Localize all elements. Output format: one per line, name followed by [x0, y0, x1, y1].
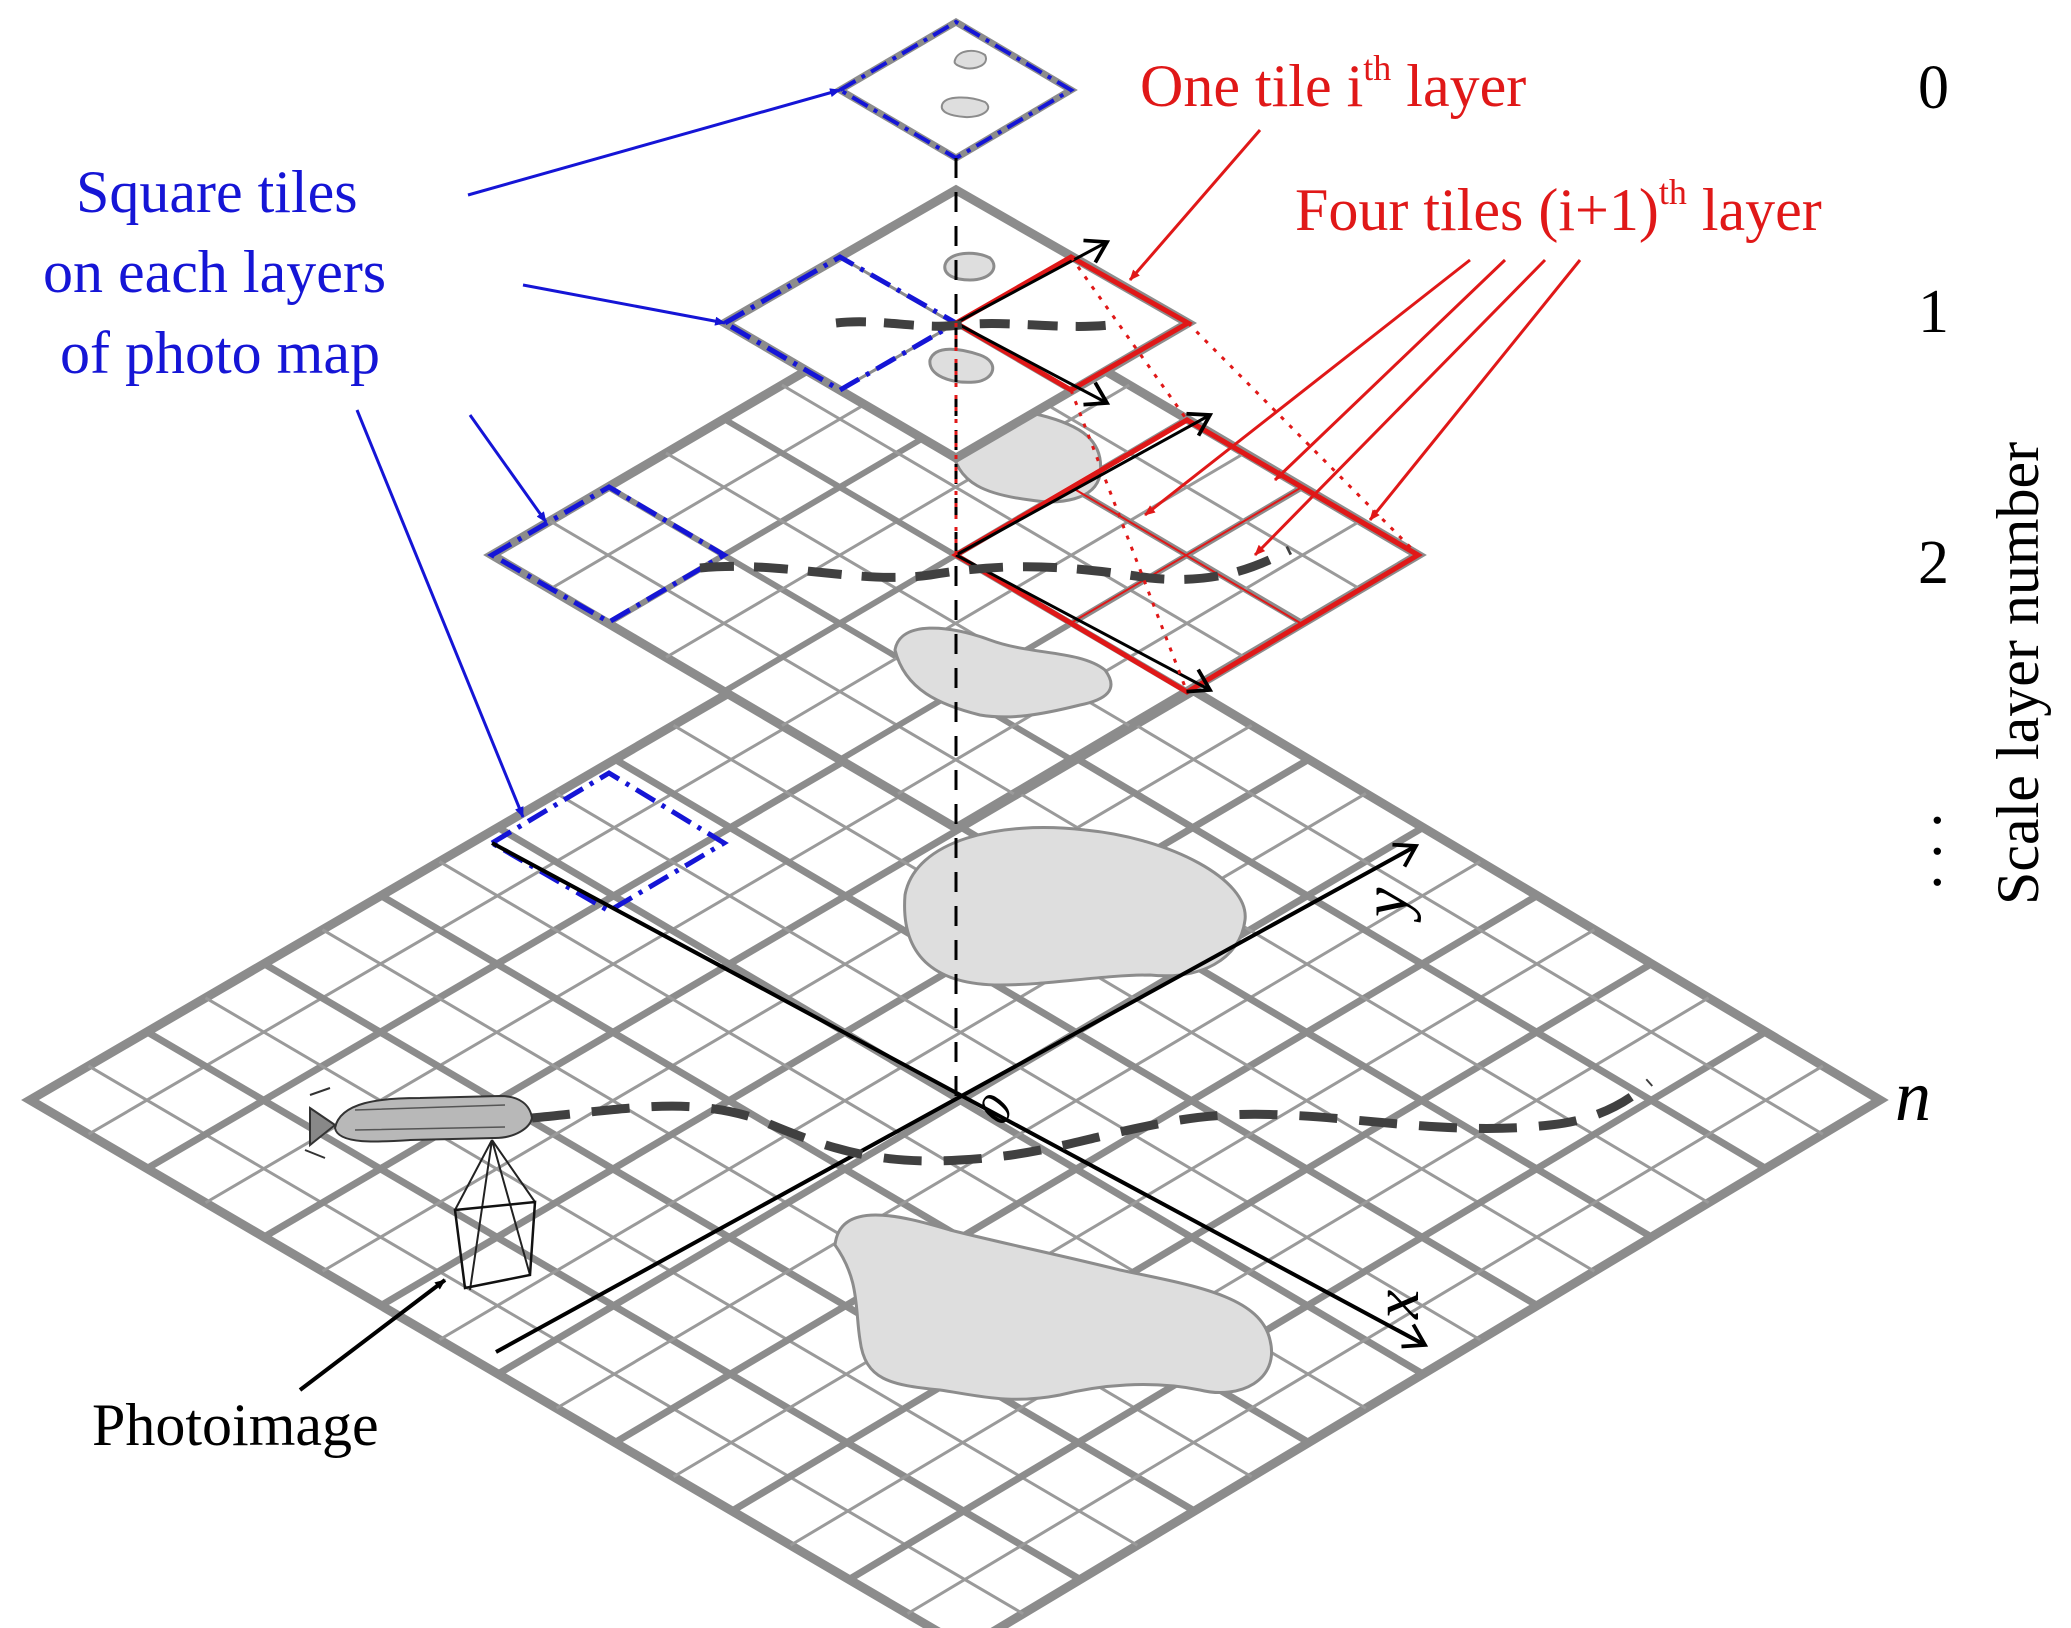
- trajectory-layer-1: [835, 317, 1111, 331]
- sub-tile-grid-line: [672, 724, 1596, 1273]
- blue-caption-line-1: Square tiles: [76, 159, 358, 225]
- red-four-tiles-label: Four tiles (i+1)th layer: [1295, 172, 1822, 243]
- layer-0-outline: [833, 17, 1078, 163]
- red-pointer-arrow: [1253, 258, 1547, 557]
- sub-tile-grid-line: [789, 996, 1710, 1547]
- vehicle-trajectory: [531, 1078, 1654, 1166]
- map-blob: [833, 1213, 1273, 1401]
- layer-number-0: 0: [1918, 54, 1949, 122]
- blue-pointer-arrow: [468, 414, 548, 523]
- sub-tile-grid-line: [906, 1064, 1824, 1616]
- layer-number-1: 1: [1918, 278, 1949, 346]
- axis-x-label: x: [1360, 1290, 1433, 1320]
- layer-0: [833, 17, 1078, 163]
- blue-tile-layer-2: [486, 484, 729, 625]
- blue-tile-layer-n: [487, 770, 729, 914]
- map-blob: [903, 826, 1247, 987]
- tile-boundary-line: [847, 1028, 1768, 1583]
- blue-caption-line-2: on each layers: [43, 239, 386, 305]
- map-blob: [943, 251, 996, 282]
- layer-1-x-axis: [955, 321, 1111, 407]
- map-blob: [893, 626, 1113, 719]
- sub-tile-grid-line: [672, 928, 1596, 1479]
- x-axis-line: [491, 841, 1429, 1349]
- layer-1-y-axis: [955, 238, 1111, 325]
- layer-number-2: 2: [1918, 529, 1949, 597]
- layer-2-y-axis: [955, 411, 1214, 557]
- tile-boundary-line: [613, 892, 1540, 1446]
- map-blob: [940, 96, 990, 119]
- blue-caption-line-3: of photo map: [60, 320, 380, 386]
- photoimage-pointer-arrow: [298, 1278, 447, 1392]
- layer-2-x-axis: [955, 553, 1214, 694]
- trajectory-layer-2: [699, 545, 1293, 584]
- blue-pointer-arrow: [467, 88, 841, 197]
- red-pointer-arrow: [1273, 258, 1507, 482]
- sub-tile-grid-line: [555, 860, 1481, 1410]
- red-pointer-arrow: [1144, 258, 1471, 517]
- blue-tile-layer-0: [836, 19, 1075, 161]
- red-four-tiles-divider: [1070, 486, 1303, 625]
- map-blob: [953, 49, 987, 70]
- tile-boundary-line: [730, 960, 1654, 1515]
- tile-boundary-line: [496, 824, 1425, 1378]
- red-pointer-arrow: [1368, 259, 1582, 521]
- map-blob: [928, 347, 994, 384]
- underwater-vehicle-icon: [304, 1087, 534, 1159]
- camera-frustum-icon: [453, 1139, 537, 1291]
- axis-n-label: n: [1895, 1056, 1931, 1136]
- red-one-tile-label: One tile ith layer: [1140, 48, 1526, 119]
- layer-ellipsis: . . .: [1886, 813, 1954, 891]
- scale-axis-title: Scale layer number: [1985, 442, 2051, 905]
- axis-y-label: y: [1349, 887, 1422, 923]
- y-axis-line: [495, 842, 1420, 1354]
- blue-pointer-arrow: [522, 283, 726, 326]
- photoimage-label: Photoimage: [92, 1392, 379, 1458]
- blue-pointer-arrow: [355, 409, 525, 818]
- layer-2: [483, 277, 1427, 834]
- red-pointer-arrow: [1128, 129, 1262, 281]
